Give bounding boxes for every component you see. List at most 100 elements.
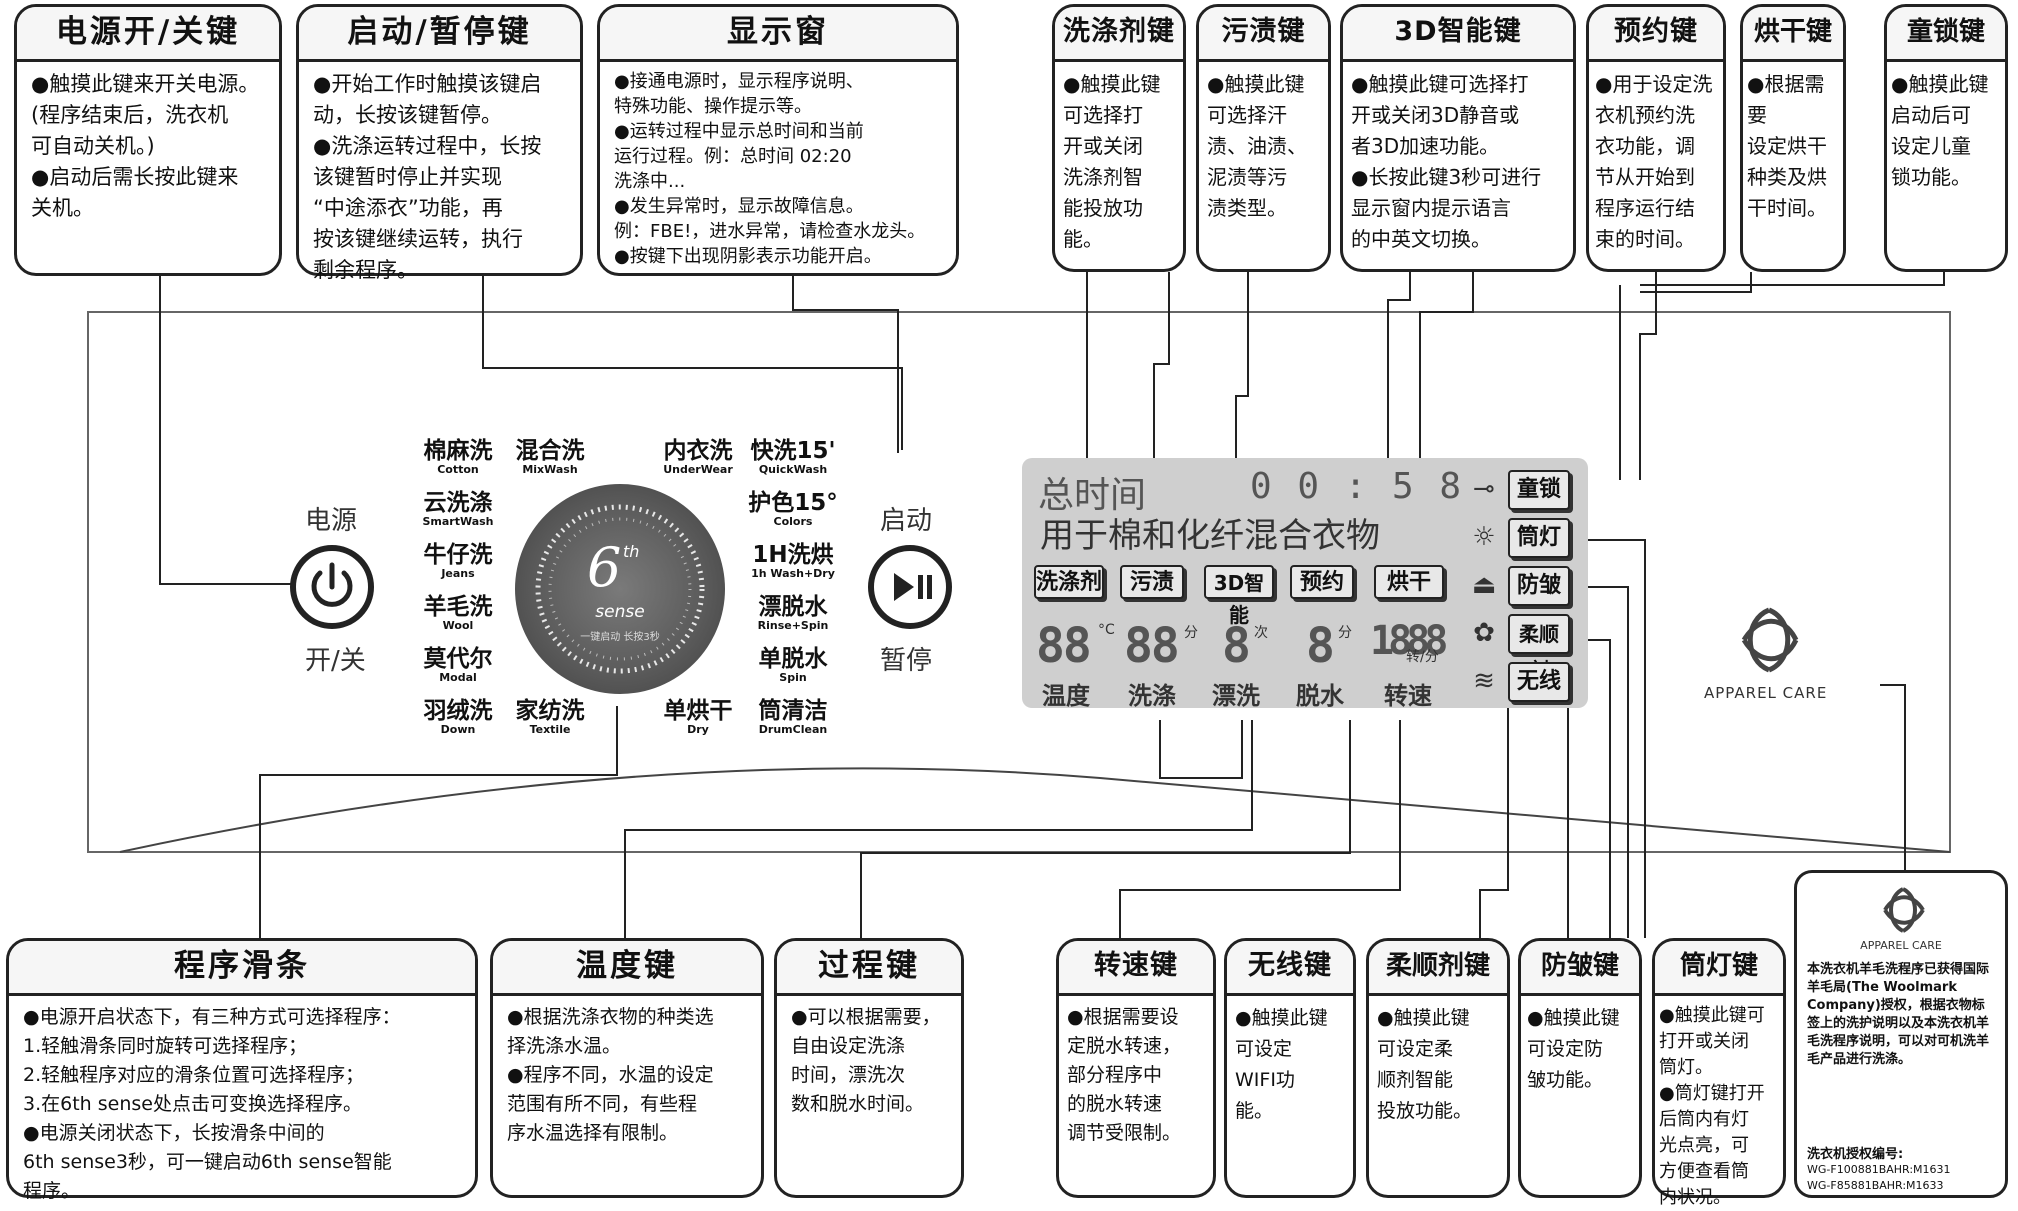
wash-label: 洗涤: [1128, 682, 1176, 710]
callout-dry-key: 烘干键 ●根据需要 设定烘干 种类及烘 干时间。: [1740, 4, 1846, 272]
program-en: Textile: [529, 723, 571, 736]
power-icon: [311, 562, 353, 607]
wash-digits: 88: [1124, 618, 1180, 674]
rinse-label: 漂洗: [1212, 682, 1260, 710]
dial-number: 6: [587, 536, 622, 599]
softener-button[interactable]: 柔顺剂: [1508, 614, 1570, 682]
program-name: 快洗15': [750, 438, 836, 464]
callout-body: ●根据洗涤衣物的种类选 择洗涤水温。 ●程序不同，水温的设定 范围有所不同，有些…: [507, 1006, 714, 1144]
sixth-sense-dial[interactable]: 6 th sense 一键启动 长按3秒: [515, 484, 725, 694]
program-name: 羊毛洗: [423, 594, 493, 620]
lcd-stain-button[interactable]: 污渍: [1120, 565, 1184, 599]
woolmark-logo-text: APPAREL CARE: [1704, 684, 1828, 702]
key-icon: ⊸: [1473, 474, 1495, 504]
program-en: Dry: [687, 723, 709, 736]
program-en: Rinse+Spin: [757, 619, 829, 632]
callout-wireless-key: 无线键 ●触摸此键 可设定 WIFI功 能。: [1224, 938, 1356, 1198]
spin-time-unit: 分: [1338, 625, 1352, 641]
callout-title: 转速键: [1059, 941, 1213, 996]
program-en: Spin: [779, 671, 807, 684]
start-pause-button[interactable]: [868, 545, 952, 629]
speed-digits: 1888: [1370, 618, 1448, 664]
callout-temperature-key: 温度键 ●根据洗涤衣物的种类选 择洗涤水温。 ●程序不同，水温的设定 范围有所不…: [490, 938, 764, 1198]
program-en: MixWash: [522, 463, 578, 476]
lcd-3d-smart-button[interactable]: 3D智能: [1204, 565, 1274, 627]
callout-body: ●触摸此键 可选择汗 渍、油渍、 泥渍等污 渍类型。: [1207, 72, 1307, 220]
spin-time-label: 脱水: [1296, 682, 1344, 710]
callout-body: ●触摸此键 可设定 WIFI功 能。: [1235, 1007, 1328, 1122]
callout-body: ●触摸此键可选择打 开或关闭3D静音或 者3D加速功能。 ●长按此键3秒可进行 …: [1351, 72, 1542, 251]
program-name: 云洗涤: [423, 490, 493, 516]
woolmark-info-box: APPAREL CARE 本洗衣机羊毛洗程序已获得国际羊毛局(The Woolm…: [1794, 870, 2008, 1198]
temp-unit: °C: [1098, 622, 1115, 638]
lcd-total-time: 0 0 : 5 8: [1250, 466, 1464, 507]
play-pause-icon: [894, 573, 932, 601]
program-en: SmartWash: [422, 515, 494, 528]
callout-child-lock-key: 童锁键 ●触摸此键 启动后可 设定儿童 锁功能。: [1884, 4, 2008, 272]
program-name: 混合洗: [515, 438, 585, 464]
child-lock-button[interactable]: 童锁: [1508, 470, 1570, 510]
woolmark-small-logo: [1883, 887, 1925, 933]
callout-body: ●触摸此键 可设定防 皱功能。: [1527, 1007, 1620, 1091]
woolmark-code-1: WG-F100881BAHR:M1631: [1807, 1163, 1951, 1176]
program-en: UnderWear: [663, 463, 733, 476]
callout-anti-wrinkle-key: 防皱键 ●触摸此键 可设定防 皱功能。: [1518, 938, 1642, 1198]
callout-softener-key: 柔顺剂键 ●触摸此键 可设定柔 顺剂智能 投放功能。: [1366, 938, 1510, 1198]
power-button[interactable]: [290, 545, 374, 629]
rinse-unit: 次: [1254, 625, 1268, 641]
callout-delay-key: 预约键 ●用于设定洗 衣机预约洗 衣功能，调 节从开始到 程序运行结 束的时间。: [1586, 4, 1726, 272]
lcd-delay-button[interactable]: 预约: [1290, 565, 1354, 599]
program-en: Cotton: [437, 463, 479, 476]
callout-title: 污渍键: [1199, 7, 1328, 62]
callout-title: 无线键: [1227, 941, 1353, 996]
start-top-label: 启动: [880, 506, 933, 536]
bulb-icon: ☼: [1472, 522, 1496, 552]
program-en: 1h Wash+Dry: [751, 567, 835, 580]
callout-title: 防皱键: [1521, 941, 1639, 996]
anti-wrinkle-button[interactable]: 防皱: [1508, 566, 1570, 606]
callout-body: ●根据需要设 定脱水转速， 部分程序中 的脱水转速 调节受限制。: [1067, 1006, 1182, 1144]
program-colors[interactable]: 护色15°Colors: [748, 490, 838, 528]
lcd-detergent-button[interactable]: 洗涤剂: [1034, 565, 1104, 599]
program-en: Colors: [773, 515, 813, 528]
program-name: 筒清洁: [758, 698, 828, 724]
program-quickwash[interactable]: 快洗15'QuickWash: [748, 438, 838, 476]
callout-title: 预约键: [1589, 7, 1723, 62]
program-name: 单脱水: [758, 646, 828, 672]
wifi-icon: ≋: [1473, 666, 1495, 696]
callout-detergent-key: 洗涤剂键 ●触摸此键 可选择打 开或关闭 洗涤剂智 能投放功 能。: [1052, 4, 1186, 272]
program-name: 内衣洗: [663, 438, 733, 464]
speed-unit: 转/分: [1406, 649, 1439, 665]
callout-body: ●触摸此键 可设定柔 顺剂智能 投放功能。: [1377, 1007, 1473, 1122]
callout-body: ●用于设定洗 衣机预约洗 衣功能，调 节从开始到 程序运行结 束的时间。: [1595, 72, 1713, 251]
callout-stain-key: 污渍键 ●触摸此键 可选择汗 渍、油渍、 泥渍等污 渍类型。: [1196, 4, 1331, 272]
spin-time-digits: 8: [1306, 618, 1335, 674]
callout-speed-key: 转速键 ●根据需要设 定脱水转速， 部分程序中 的脱水转速 调节受限制。: [1056, 938, 1216, 1198]
callout-title: 3D智能键: [1343, 7, 1573, 62]
callout-body: ●可以根据需要， 自由设定洗涤 时间，漂洗次 数和脱水时间。: [791, 1006, 941, 1115]
callout-process-key: 过程键 ●可以根据需要， 自由设定洗涤 时间，漂洗次 数和脱水时间。: [774, 938, 964, 1198]
lcd-dry-button[interactable]: 烘干: [1374, 565, 1444, 599]
drum-light-button[interactable]: 筒灯: [1508, 518, 1570, 558]
power-top-label: 电源: [305, 506, 358, 536]
temp-label: 温度: [1042, 682, 1090, 710]
rinse-digits: 8: [1222, 618, 1251, 674]
wireless-button[interactable]: 无线: [1508, 662, 1570, 702]
callout-display-window: 显示窗 ●接通电源时，显示程序说明、 特殊功能、操作提示等。 ●运转过程中显示总…: [597, 4, 959, 276]
woolmark-auth-title: 洗衣机授权编号:: [1807, 1147, 1904, 1162]
program-name: 家纺洗: [515, 698, 585, 724]
